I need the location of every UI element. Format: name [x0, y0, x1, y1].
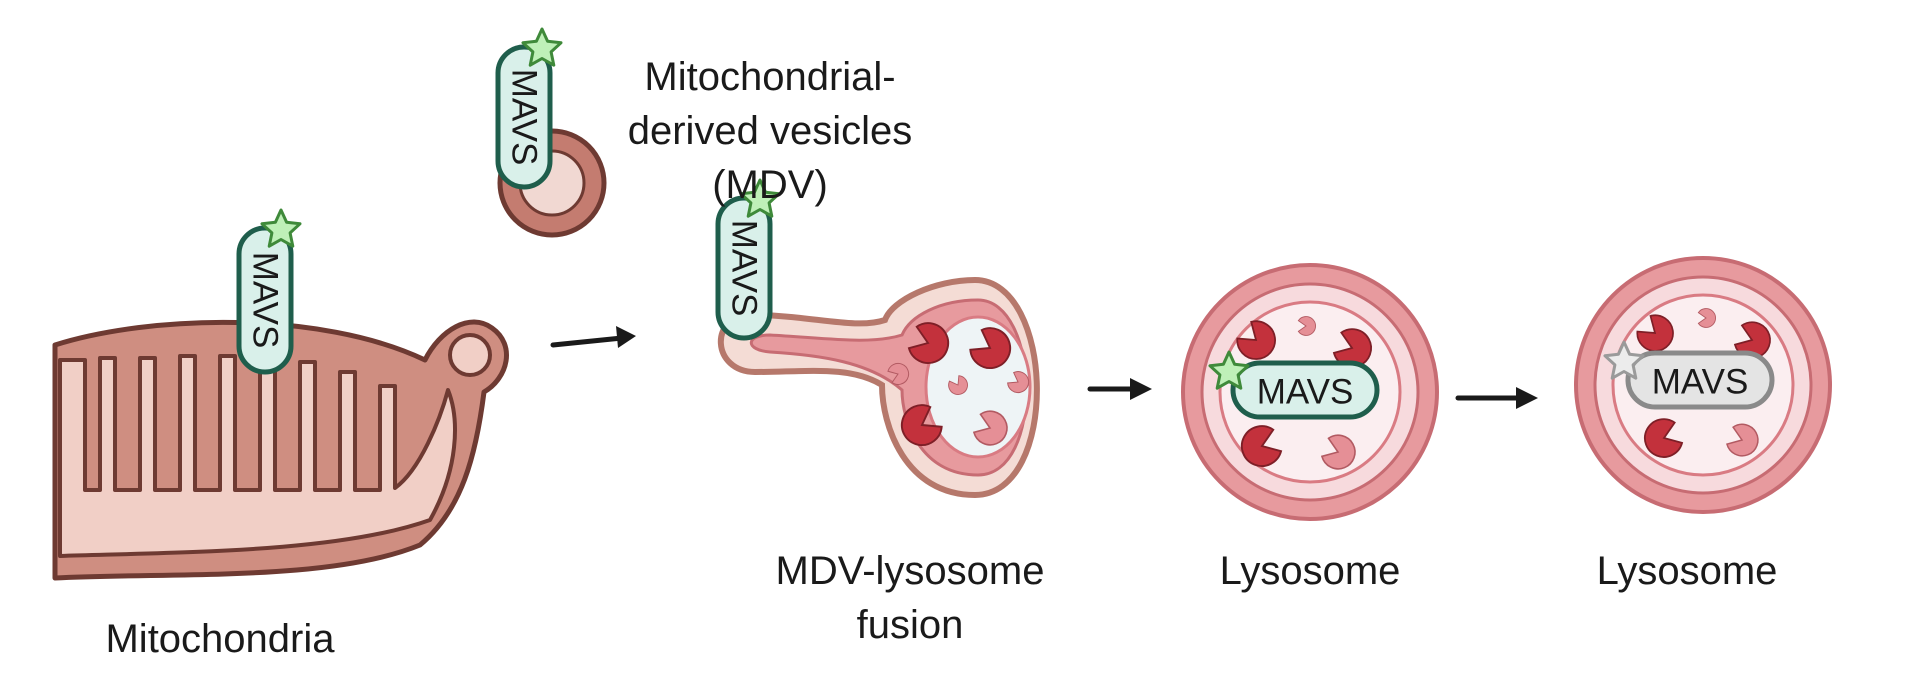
mavs-label: MAVS	[505, 69, 544, 166]
arrow-icon	[1455, 387, 1538, 409]
mitochondrion-bud	[448, 333, 492, 377]
mavs-label: MAVS	[1257, 373, 1354, 412]
mavs-lysosome-1: MAVS	[1208, 350, 1380, 420]
arrow-icon	[1087, 378, 1152, 400]
mitochondrion-inner-membrane	[58, 354, 457, 558]
arrow-icon	[550, 326, 636, 348]
mitochondrion	[52, 319, 509, 581]
mavs-mdv: MAVS	[495, 27, 563, 190]
label-mitochondria: Mitochondria	[105, 617, 335, 661]
mavs-label: MAVS	[725, 220, 764, 317]
mavs-mitochondria: MAVS	[236, 208, 302, 375]
mavs-label: MAVS	[1652, 363, 1749, 402]
label-lysosome-1: Lysosome	[1219, 549, 1401, 593]
label-lysosome-2: Lysosome	[1596, 549, 1778, 593]
label-mdv: Mitochondrial- derived vesicles (MDV)	[627, 55, 913, 207]
mavs-label: MAVS	[246, 252, 285, 349]
mavs-fusion: MAVS	[715, 178, 781, 341]
mavs-lysosome-2-degraded: MAVS	[1603, 340, 1775, 410]
label-fusion: MDV-lysosome fusion	[775, 549, 1045, 647]
